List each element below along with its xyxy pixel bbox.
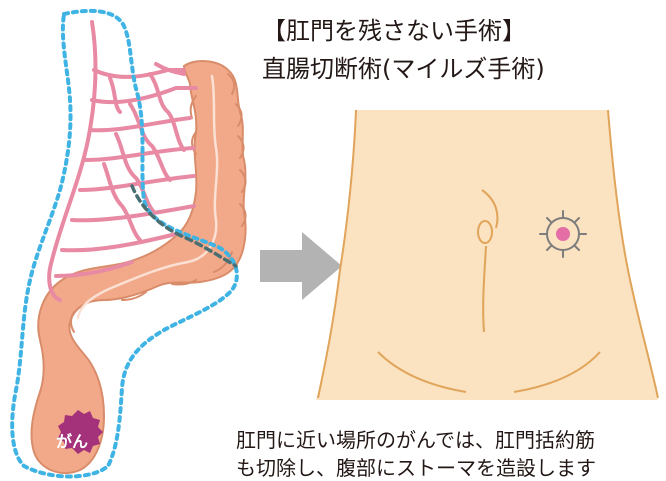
stoma-icon bbox=[540, 211, 586, 257]
right-arrow bbox=[260, 232, 342, 300]
title-line-2: 直腸切断術(マイルズ手術) bbox=[262, 49, 545, 84]
caption-line-2: も切除し、腹部にストーマを造設します bbox=[236, 452, 596, 481]
colon-illustration bbox=[12, 11, 245, 477]
abdomen-body bbox=[316, 110, 658, 400]
title-line-1: 【肛門を残さない手術】 bbox=[262, 11, 526, 46]
caption-line-1: 肛門に近い場所のがんでは、肛門括約筋 bbox=[236, 424, 595, 453]
abdomen-illustration bbox=[316, 110, 658, 400]
cancer-label: がん bbox=[54, 428, 90, 452]
